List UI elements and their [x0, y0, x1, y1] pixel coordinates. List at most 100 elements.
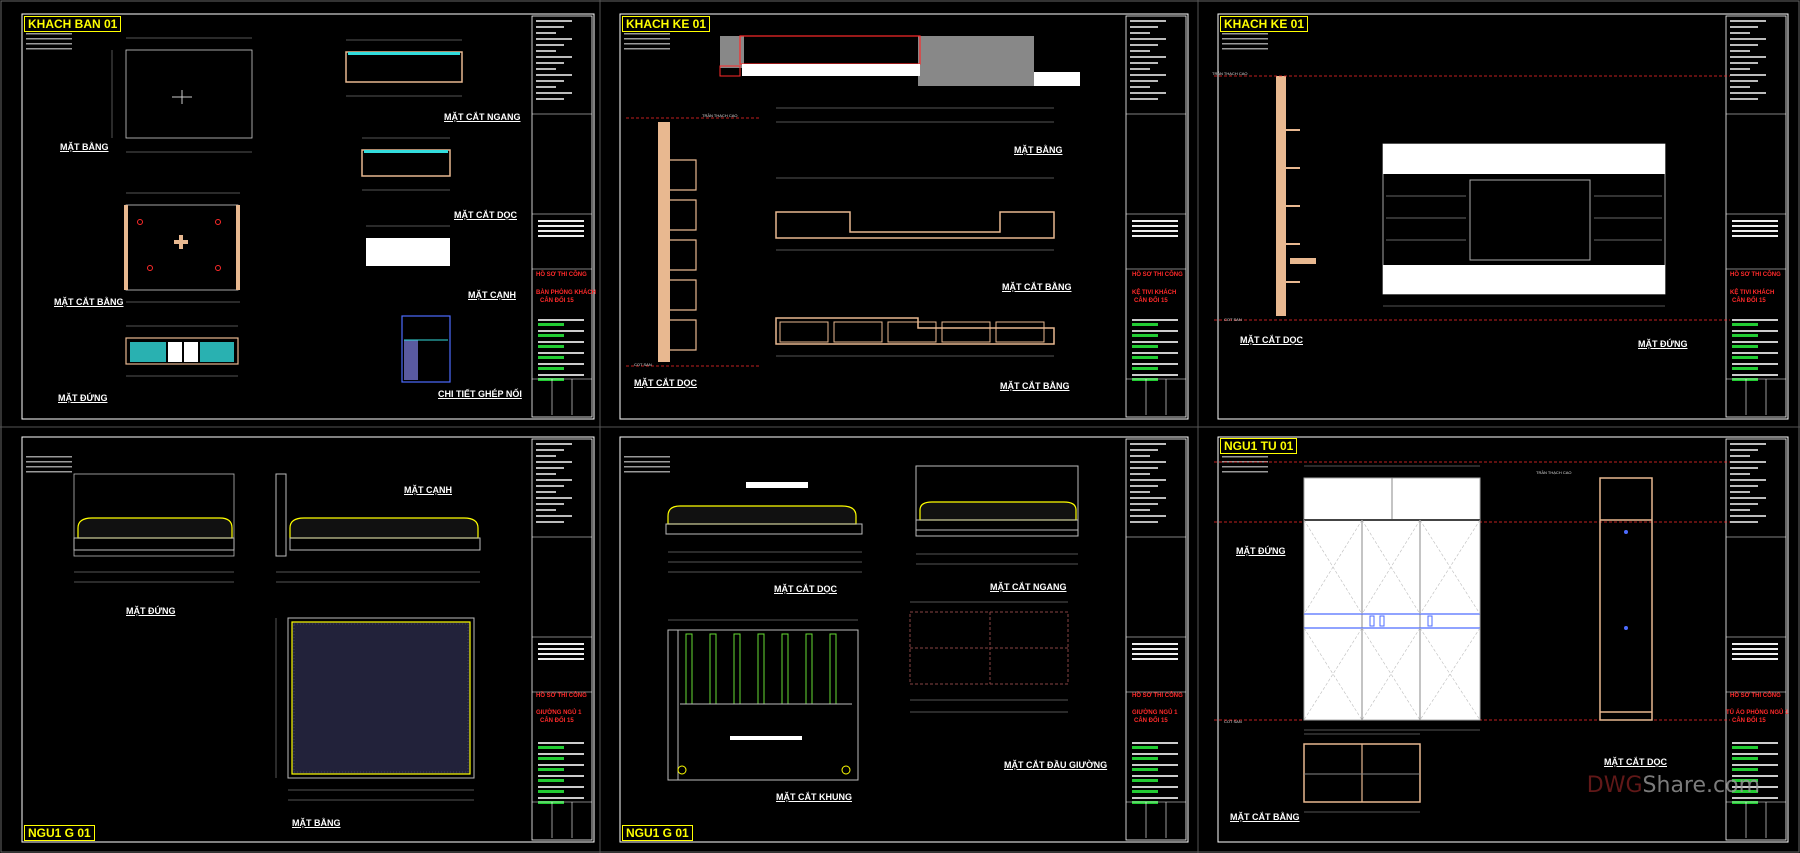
title-line [1732, 363, 1778, 365]
title-note-line [1132, 230, 1178, 232]
title-text-line [1730, 515, 1766, 517]
shelf-bracket [670, 319, 697, 351]
sheet-note-line [624, 48, 670, 50]
title-line [1132, 352, 1178, 354]
bed-frame-section [665, 523, 863, 535]
shelf-outline [739, 35, 921, 65]
hanger-rod [1624, 626, 1628, 630]
green-bar [1132, 779, 1158, 782]
title-block [531, 438, 593, 841]
title-text-line [536, 20, 572, 22]
title-block [531, 15, 593, 418]
green-bar [1132, 757, 1158, 760]
title-line [1132, 319, 1178, 321]
section-vertical [361, 149, 451, 177]
title-note-line [538, 230, 584, 232]
title-line [1132, 764, 1178, 766]
door-swing [1419, 519, 1481, 615]
title-line [1732, 753, 1778, 755]
drawings [73, 35, 1730, 813]
title-text-line [1130, 26, 1158, 28]
ceiling-annotation: TRẦN THẠCH CAO [702, 113, 738, 118]
title-block-status: HỒ SƠ THI CÔNG [1730, 693, 1781, 699]
title-text-line [1730, 473, 1750, 475]
title-text-line [1730, 449, 1758, 451]
title-text-line [1130, 479, 1166, 481]
green-bar [1132, 378, 1158, 381]
sheet-note-line [624, 466, 670, 468]
title-text-line [536, 449, 564, 451]
title-line [1132, 341, 1178, 343]
green-bar [1132, 323, 1158, 326]
title-text-line [1730, 98, 1758, 100]
green-bar [1732, 746, 1758, 749]
title-note-line [538, 648, 584, 650]
sheet-note-line [26, 38, 72, 40]
door-swing [1361, 519, 1421, 615]
title-line [1132, 363, 1178, 365]
door-handle [1369, 615, 1375, 627]
sheet-note-line [26, 471, 72, 473]
title-block-status: HỒ SƠ THI CÔNG [1132, 272, 1183, 278]
title-note-line [538, 658, 584, 660]
sheet-tag-1: KHACH BAN 01 [24, 16, 122, 32]
title-block-status: HỒ SƠ THI CÔNG [1730, 272, 1781, 278]
shelf-bracket [1290, 258, 1316, 264]
green-bar [1732, 790, 1758, 793]
tv-area [1469, 179, 1591, 261]
green-bar [538, 746, 564, 749]
view-label: MẶT BẰNG [292, 818, 341, 828]
title-note-line [538, 220, 584, 222]
title-note-line [538, 235, 584, 237]
title-text-line [1130, 86, 1150, 88]
view-label: MẶT CẮT DỌC [774, 584, 837, 594]
green-bar [1732, 367, 1758, 370]
title-note-line [1132, 225, 1178, 227]
title-text-line [1730, 479, 1766, 481]
shelf-end [719, 65, 741, 77]
door-handle [1379, 615, 1385, 627]
title-text-line [1130, 98, 1158, 100]
sheet-note-line [624, 471, 670, 473]
title-block-scale: CÂN ĐỐI 15 [1732, 718, 1766, 724]
sheet-tag-2: KHACH KE 01 [622, 16, 711, 32]
fixing-point [137, 219, 143, 225]
title-text-line [1130, 56, 1166, 58]
title-text-line [1730, 92, 1766, 94]
title-text-line [1730, 26, 1758, 28]
green-bar [1732, 378, 1758, 381]
view-label: MẶT CẮT BẰNG [1000, 381, 1070, 391]
bed-base [289, 537, 481, 551]
headboard-section [909, 611, 1069, 685]
wall-panel-section [658, 122, 670, 362]
bed-frame-section [915, 519, 1079, 531]
title-text-line [536, 74, 572, 76]
shelf-cell [833, 321, 883, 343]
title-block-status: HỒ SƠ THI CÔNG [1132, 693, 1183, 699]
title-text-line [1130, 449, 1158, 451]
title-line [538, 374, 584, 376]
title-text-line [1130, 461, 1166, 463]
view-label: MẶT CẮT NGANG [444, 112, 521, 122]
mattress-pattern [293, 623, 469, 773]
title-text-line [536, 98, 564, 100]
green-bar [1732, 345, 1758, 348]
title-text-line [1130, 443, 1166, 445]
view-label: MẶT CẮT NGANG [990, 582, 1067, 592]
glass-panel [130, 342, 166, 362]
bed-slat [733, 633, 741, 705]
title-note-line [1732, 220, 1778, 222]
green-bar [538, 334, 564, 337]
view-label: MẶT CẮT ĐẦU GIƯỜNG [1004, 760, 1108, 770]
title-text-line [536, 443, 572, 445]
shelf-top [1034, 72, 1080, 86]
green-bar [1132, 367, 1158, 370]
view-label: MẶT CẮT KHUNG [776, 792, 852, 802]
bed-base [73, 537, 235, 551]
shelf-section-plan [775, 211, 1055, 239]
view-label: MẶT CẮT BẰNG [1002, 282, 1072, 292]
title-text-line [1730, 74, 1766, 76]
green-bar [538, 790, 564, 793]
view-label: MẶT CẮT BẰNG [54, 297, 124, 307]
title-text-line [1730, 62, 1758, 64]
